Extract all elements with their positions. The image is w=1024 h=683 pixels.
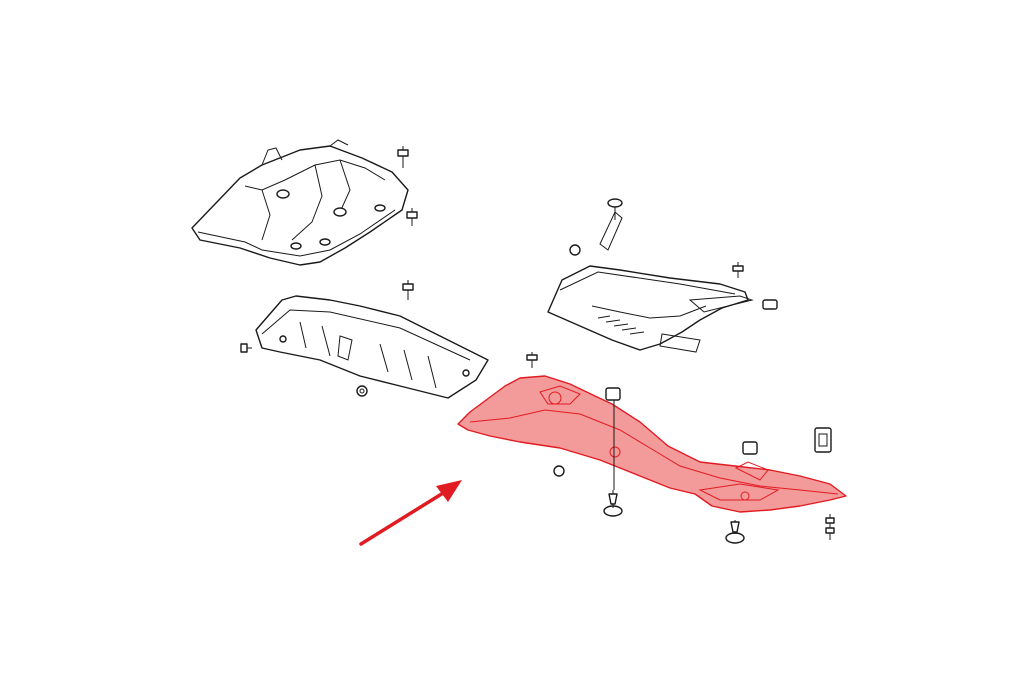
bolt-icon (397, 146, 409, 168)
red-arrow-icon (359, 480, 462, 546)
bolt-icon (607, 198, 623, 220)
bolt-icon (240, 343, 252, 353)
clip-icon (553, 465, 565, 477)
bolt-icon (603, 490, 623, 517)
bolt-icon (825, 514, 835, 540)
clip-icon (356, 385, 368, 397)
side-underbody-panel (457, 375, 847, 513)
bolt-icon (526, 352, 538, 368)
clip-icon (762, 299, 778, 310)
front-engine-shield (191, 139, 409, 266)
center-floor-panel (255, 295, 489, 399)
clip-icon (569, 244, 581, 256)
bolt-icon (725, 520, 745, 544)
clip-icon (742, 441, 758, 455)
bolt-icon (402, 280, 414, 300)
clip-icon (605, 387, 621, 490)
clip-icon (814, 427, 832, 453)
bolt-icon (732, 262, 744, 278)
bolt-icon (406, 208, 418, 226)
rear-underbody-panel (547, 211, 754, 353)
